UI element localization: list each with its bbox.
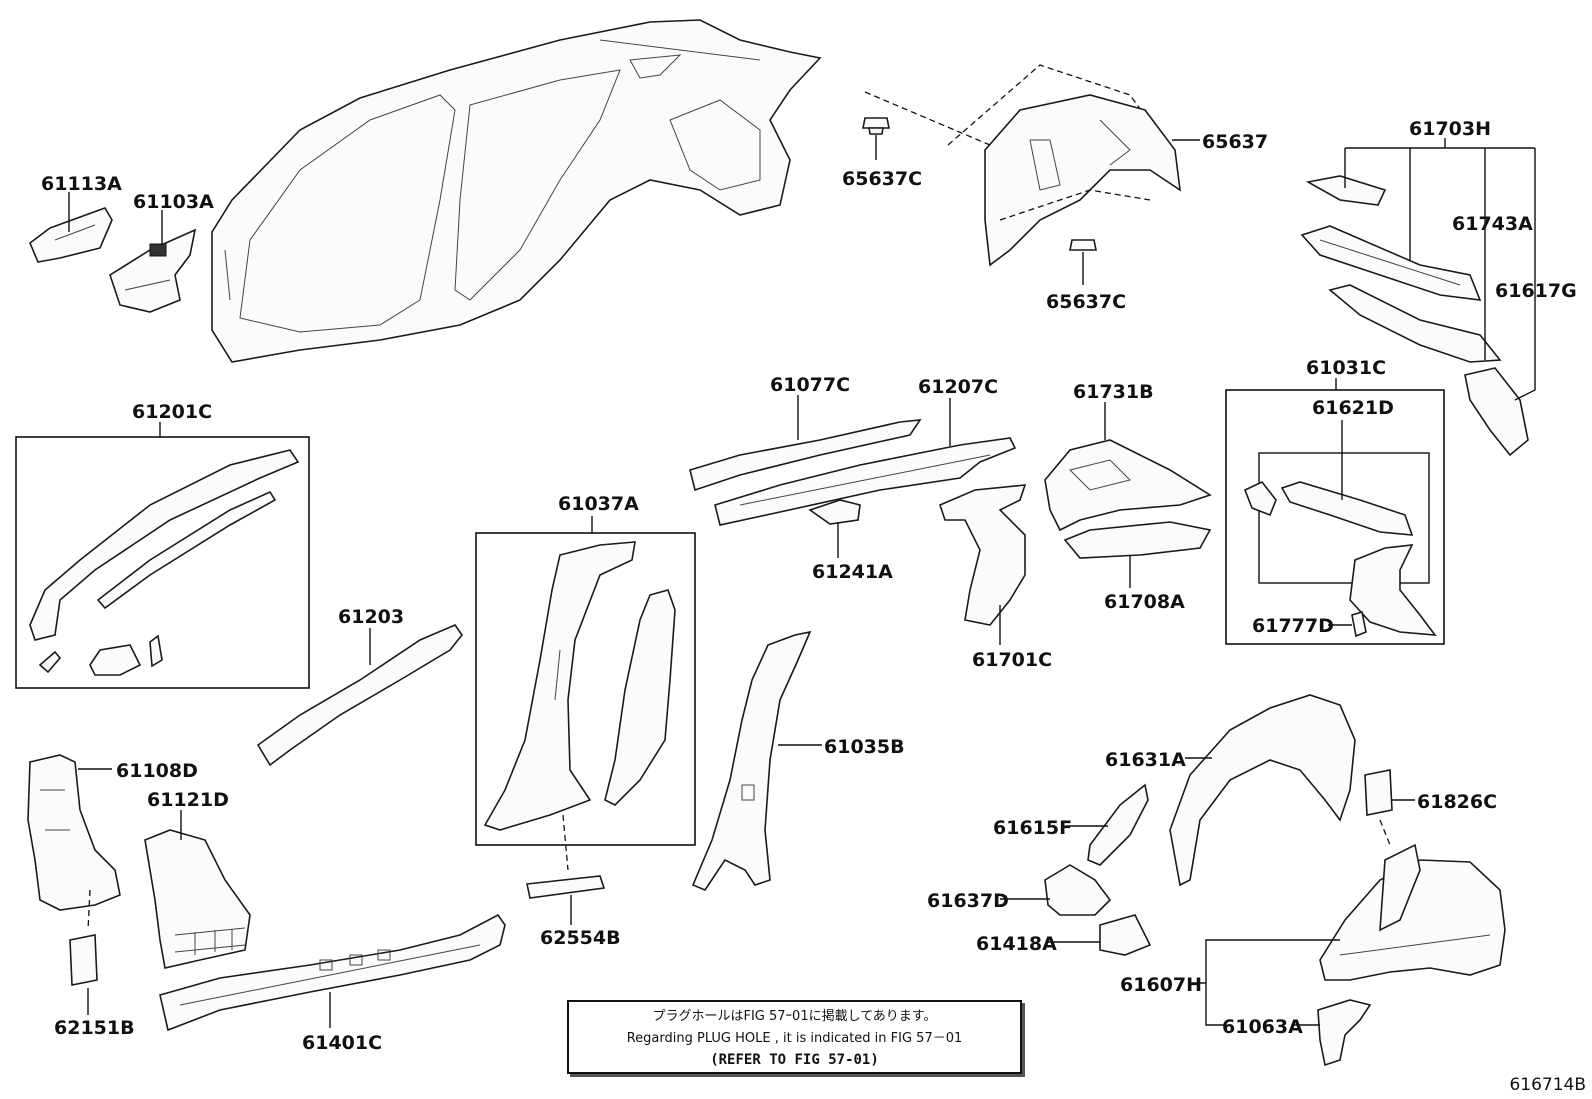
label-61063A: 61063A (1222, 1016, 1303, 1038)
part-61035B-shape (691, 630, 812, 891)
label-61203: 61203 (338, 606, 404, 628)
dash-62554B (562, 814, 569, 871)
label-61708A: 61708A (1104, 591, 1185, 613)
label-61201C: 61201C (132, 401, 212, 423)
part-61708A-shape (1063, 521, 1212, 559)
part-61201C-shapes (29, 449, 300, 676)
dash-65637C-top (864, 91, 991, 146)
part-61207C-shape (714, 437, 1017, 526)
dash-61826C (1379, 819, 1391, 846)
grommet-65637C-top (862, 117, 890, 135)
part-61063A-shape (1317, 999, 1372, 1067)
note-line-english: Regarding PLUG HOLE , it is indicated in… (626, 1031, 963, 1046)
label-61031C: 61031C (1306, 357, 1386, 379)
label-61103A: 61103A (133, 191, 214, 213)
label-65637: 65637 (1202, 131, 1268, 153)
group-box-61201C (15, 436, 310, 689)
label-61037A: 61037A (558, 493, 639, 515)
part-61121D-shape (144, 829, 251, 969)
note-line-japanese: プラグホールはFIG 57ｰ01に掲載してあります。 (652, 1009, 937, 1024)
part-61203-shape (256, 624, 463, 767)
wheel-liner-65637 (947, 64, 1182, 267)
part-61103A-shape (109, 228, 197, 313)
group-box-61037A (475, 532, 696, 846)
part-61241A-shape (808, 499, 861, 525)
label-61207C: 61207C (918, 376, 998, 398)
part-61037A-shapes (483, 541, 676, 831)
part-61637D-shape (1044, 864, 1112, 916)
part-61077C-shape (689, 419, 922, 492)
part-61631A-shape (1169, 694, 1356, 887)
label-61077C: 61077C (770, 374, 850, 396)
body-side-outer-panel (211, 19, 822, 363)
group-box-61031C (1225, 389, 1445, 645)
label-61631A: 61631A (1105, 749, 1186, 771)
label-61743A: 61743A (1452, 213, 1533, 235)
label-61615F: 61615F (993, 817, 1072, 839)
label-62151B: 62151B (54, 1017, 135, 1039)
label-61113A: 61113A (41, 173, 122, 195)
label-61637D: 61637D (927, 890, 1009, 912)
label-61703H: 61703H (1409, 118, 1491, 140)
label-61241A: 61241A (812, 561, 893, 583)
label-61617G: 61617G (1495, 280, 1577, 302)
part-61615F-shape (1087, 783, 1149, 866)
label-61701C: 61701C (972, 649, 1052, 671)
label-65637C-bottom: 65637C (1046, 291, 1126, 313)
label-61418A: 61418A (976, 933, 1057, 955)
part-61703H-group (1300, 138, 1536, 457)
dash-62151B (87, 889, 91, 931)
label-61731B: 61731B (1073, 381, 1154, 403)
part-61731B-shape (1044, 439, 1212, 532)
label-61108D: 61108D (116, 760, 198, 782)
part-61607H-shape (1319, 843, 1506, 981)
group-box-61621D-lines (1258, 452, 1430, 584)
label-61035B: 61035B (824, 736, 905, 758)
part-62554B-shape (526, 875, 606, 899)
part-61113A-shape (29, 207, 113, 263)
label-61621D: 61621D (1312, 397, 1394, 419)
part-61621D-shapes (1243, 481, 1437, 638)
part-61418A-shape (1099, 914, 1152, 956)
label-61826C: 61826C (1417, 791, 1497, 813)
label-61401C: 61401C (302, 1032, 382, 1054)
label-61777D: 61777D (1252, 615, 1334, 637)
figure-id: 616714B (1509, 1075, 1586, 1095)
plug-hole-note-box: プラグホールはFIG 57ｰ01に掲載してあります。 Regarding PLU… (567, 1000, 1022, 1074)
note-line-reference: (REFER TO FIG 57-01) (710, 1052, 879, 1068)
label-61121D: 61121D (147, 789, 229, 811)
leader-61607H (1192, 939, 1340, 1026)
grommet-65637C-bottom (1069, 239, 1097, 251)
part-61826C-shape (1364, 769, 1393, 816)
part-62151B-shape (69, 934, 98, 986)
part-61701C-shape (939, 484, 1027, 626)
part-labels: 61113A 61103A 65637C 65637 65637C 61703H… (41, 118, 1577, 1054)
part-61401C-shape (159, 913, 506, 1032)
label-65637C-top: 65637C (842, 168, 922, 190)
label-61607H: 61607H (1120, 974, 1202, 996)
label-62554B: 62554B (540, 927, 621, 949)
part-61108D-shape (27, 754, 121, 911)
